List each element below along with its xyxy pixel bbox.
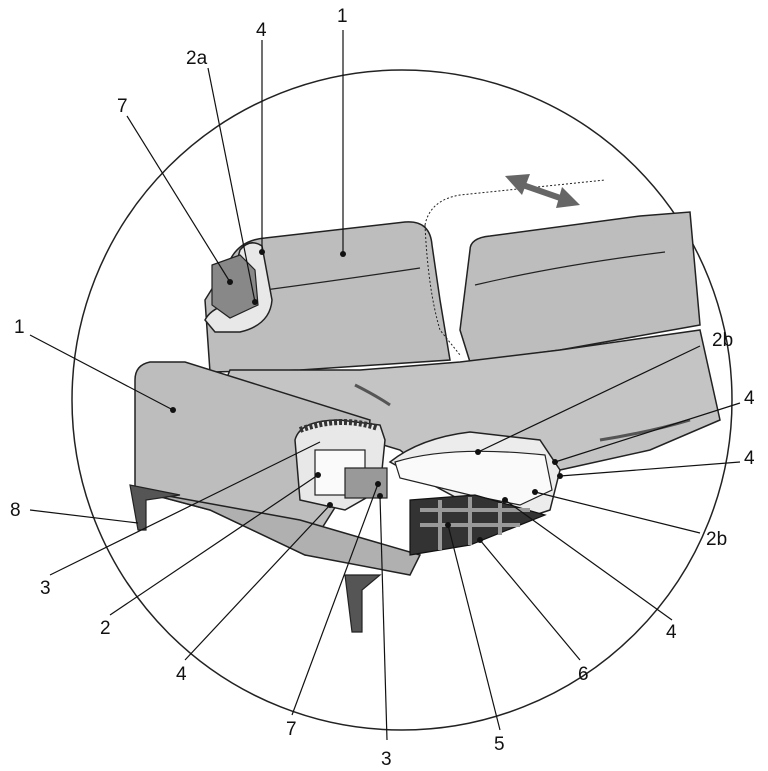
label-left-1: 1 — [14, 317, 25, 338]
headrest-cutaway — [204, 242, 273, 333]
label-bottom-4-left: 4 — [176, 664, 187, 685]
label-right-2b-top: 2b — [712, 330, 733, 351]
label-top-1: 1 — [337, 6, 348, 27]
label-right-2b-bottom: 2b — [706, 529, 727, 550]
armrest-cutaway — [294, 419, 388, 511]
back-cushion-right — [459, 211, 701, 363]
spring-frame — [409, 494, 547, 556]
label-bottom-2: 2 — [100, 618, 111, 639]
label-bottom-4-right: 4 — [666, 622, 677, 643]
label-bottom-3-left: 3 — [40, 578, 51, 599]
frame-circle — [71, 69, 733, 731]
adjust-arrow — [505, 174, 580, 208]
headrest-extended-outline — [424, 179, 606, 356]
label-bottom-3-right: 3 — [381, 749, 392, 770]
label-top-4: 4 — [256, 20, 267, 41]
leader-dots — [170, 249, 563, 543]
label-right-4-a: 4 — [744, 388, 755, 409]
back-cushion-left — [204, 221, 451, 373]
label-bottom-7: 7 — [286, 719, 297, 740]
leader-lines — [29, 30, 741, 741]
callout-labels: 1 4 2a 7 1 8 2b 4 4 2b 4 6 5 3 7 4 2 3 — [10, 6, 755, 770]
sofa-base — [134, 489, 422, 576]
label-bottom-5: 5 — [494, 734, 505, 755]
label-top-2a: 2a — [186, 48, 208, 69]
label-right-4-b: 4 — [744, 448, 755, 469]
seat-cutaway — [388, 431, 561, 521]
label-bottom-6: 6 — [578, 664, 589, 685]
label-left-8: 8 — [10, 500, 21, 521]
label-top-7: 7 — [117, 96, 128, 117]
